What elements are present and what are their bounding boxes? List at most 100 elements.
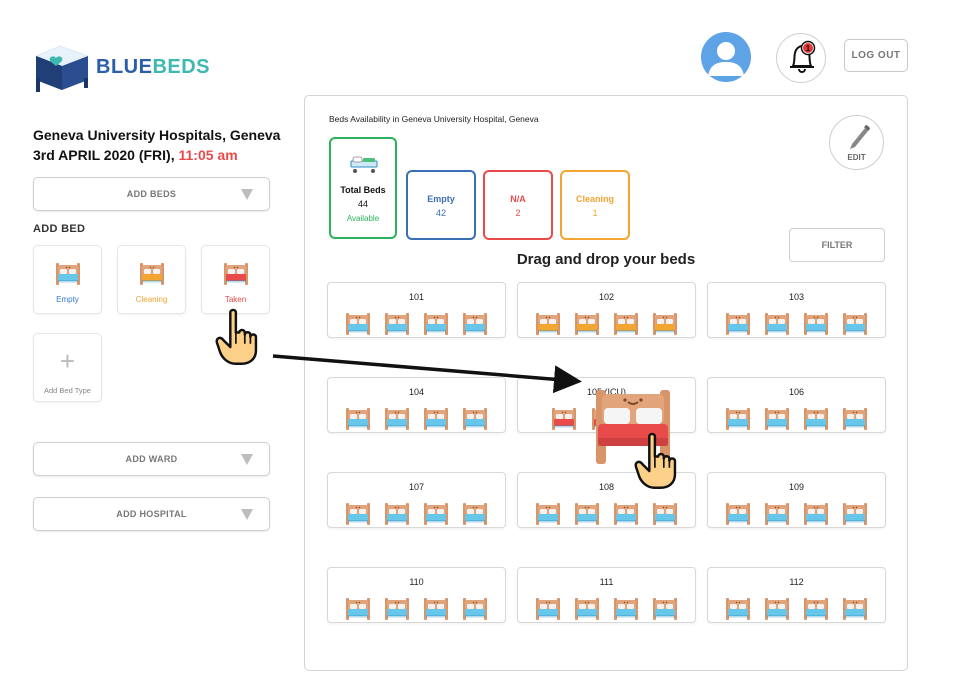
add-hospital-dropdown-label: ADD HOSPITAL <box>116 509 187 519</box>
bed-empty-icon[interactable] <box>383 406 411 432</box>
bed-empty-icon[interactable] <box>763 406 791 432</box>
ward-card[interactable]: 101 <box>327 282 506 338</box>
bed-empty-icon[interactable] <box>724 596 752 622</box>
ward-card[interactable]: 107 <box>327 472 506 528</box>
notification-count: 1 <box>806 44 811 53</box>
add-hospital-dropdown[interactable]: ADD HOSPITAL <box>33 497 270 531</box>
ward-card[interactable]: 104 <box>327 377 506 433</box>
ward-beds <box>344 406 489 432</box>
logout-button[interactable]: LOG OUT <box>844 39 908 72</box>
bed-empty-icon[interactable] <box>841 406 869 432</box>
plus-icon: + <box>59 346 76 376</box>
bed-empty-icon[interactable] <box>344 311 372 337</box>
ward-beds <box>534 596 679 622</box>
ward-number: 101 <box>408 292 425 302</box>
add-beds-dropdown[interactable]: ADD BEDS <box>33 177 270 211</box>
bed-type-cleaning[interactable]: Cleaning <box>117 245 186 314</box>
ward-card[interactable]: 103 <box>707 282 886 338</box>
bed-empty-icon[interactable] <box>724 501 752 527</box>
user-avatar-icon[interactable] <box>701 32 751 82</box>
ward-number: 106 <box>788 387 805 397</box>
bed-type-label: Taken <box>224 295 247 304</box>
bed-empty-icon[interactable] <box>612 596 640 622</box>
bed-empty-icon[interactable] <box>651 596 679 622</box>
stat-label: Empty <box>427 194 455 204</box>
stat-value: 44 <box>357 199 368 209</box>
bed-type-taken[interactable]: Taken <box>201 245 270 314</box>
bed-empty-icon[interactable] <box>763 501 791 527</box>
time-text: 11:05 am <box>178 147 238 163</box>
edit-label: EDIT <box>847 153 866 162</box>
ward-number: 108 <box>598 482 615 492</box>
add-ward-dropdown[interactable]: ADD WARD <box>33 442 270 476</box>
bed-empty-icon[interactable] <box>534 501 562 527</box>
hospital-bed-icon <box>350 156 378 173</box>
bed-empty-icon[interactable] <box>461 311 489 337</box>
bed-empty-icon[interactable] <box>383 501 411 527</box>
bed-cleaning-icon <box>138 260 166 288</box>
bed-empty-icon[interactable] <box>422 501 450 527</box>
ward-number: 109 <box>788 482 805 492</box>
bed-empty-icon[interactable] <box>724 311 752 337</box>
bed-empty-icon[interactable] <box>651 501 679 527</box>
hospital-name: Geneva University Hospitals, Geneva <box>33 127 281 143</box>
bed-empty-icon[interactable] <box>802 596 830 622</box>
dragged-bed-icon[interactable] <box>594 386 672 466</box>
bed-empty-icon[interactable] <box>573 596 601 622</box>
ward-beds <box>724 311 869 337</box>
bed-empty-icon[interactable] <box>422 311 450 337</box>
bed-empty-icon[interactable] <box>841 501 869 527</box>
ward-card[interactable]: 109 <box>707 472 886 528</box>
bed-empty-icon[interactable] <box>573 501 601 527</box>
bed-empty-icon[interactable] <box>422 406 450 432</box>
bed-empty-icon[interactable] <box>461 596 489 622</box>
stat-value: 1 <box>592 208 598 218</box>
bed-empty-icon[interactable] <box>802 406 830 432</box>
ward-card[interactable]: 106 <box>707 377 886 433</box>
stat-label: Total Beds <box>340 185 386 195</box>
bluebeds-logo-icon[interactable] <box>32 38 92 96</box>
bed-cleaning-icon[interactable] <box>534 311 562 337</box>
bed-empty-icon[interactable] <box>802 311 830 337</box>
bed-empty-icon[interactable] <box>344 596 372 622</box>
bed-empty-icon[interactable] <box>763 311 791 337</box>
bed-empty-icon[interactable] <box>841 311 869 337</box>
ward-card[interactable]: 102 <box>517 282 696 338</box>
ward-beds <box>534 311 679 337</box>
bed-empty-icon[interactable] <box>422 596 450 622</box>
notification-bell-button[interactable]: 1 <box>776 33 826 83</box>
bed-empty-icon[interactable] <box>344 501 372 527</box>
bed-type-empty[interactable]: Empty <box>33 245 102 314</box>
bed-cleaning-icon[interactable] <box>573 311 601 337</box>
filter-button[interactable]: FILTER <box>789 228 885 262</box>
bed-empty-icon[interactable] <box>344 406 372 432</box>
ward-card[interactable]: 110 <box>327 567 506 623</box>
bed-empty-icon[interactable] <box>534 596 562 622</box>
edit-button[interactable]: EDIT <box>829 115 884 170</box>
bed-cleaning-icon[interactable] <box>612 311 640 337</box>
ward-number: 104 <box>408 387 425 397</box>
bed-empty-icon[interactable] <box>612 501 640 527</box>
ward-beds <box>724 406 869 432</box>
bed-empty-icon <box>54 260 82 288</box>
bed-empty-icon[interactable] <box>724 406 752 432</box>
bed-empty-icon[interactable] <box>841 596 869 622</box>
bed-empty-icon[interactable] <box>383 311 411 337</box>
bed-taken-icon[interactable] <box>550 406 578 432</box>
bed-empty-icon[interactable] <box>802 501 830 527</box>
ward-card[interactable]: 112 <box>707 567 886 623</box>
add-bed-type-button[interactable]: + Add Bed Type <box>33 333 102 402</box>
stat-label: N/A <box>510 194 526 204</box>
bed-empty-icon[interactable] <box>763 596 791 622</box>
ward-card[interactable]: 111 <box>517 567 696 623</box>
bed-empty-icon[interactable] <box>461 406 489 432</box>
brand-name-part2: BEDS <box>152 56 211 78</box>
bed-empty-icon[interactable] <box>461 501 489 527</box>
stat-value: 42 <box>435 208 446 218</box>
chevron-down-icon <box>241 454 253 465</box>
availability-title: Beds Availability in Geneva University H… <box>329 114 539 124</box>
bed-empty-icon[interactable] <box>383 596 411 622</box>
bed-cleaning-icon[interactable] <box>651 311 679 337</box>
ward-beds <box>724 501 869 527</box>
ward-beds <box>344 311 489 337</box>
